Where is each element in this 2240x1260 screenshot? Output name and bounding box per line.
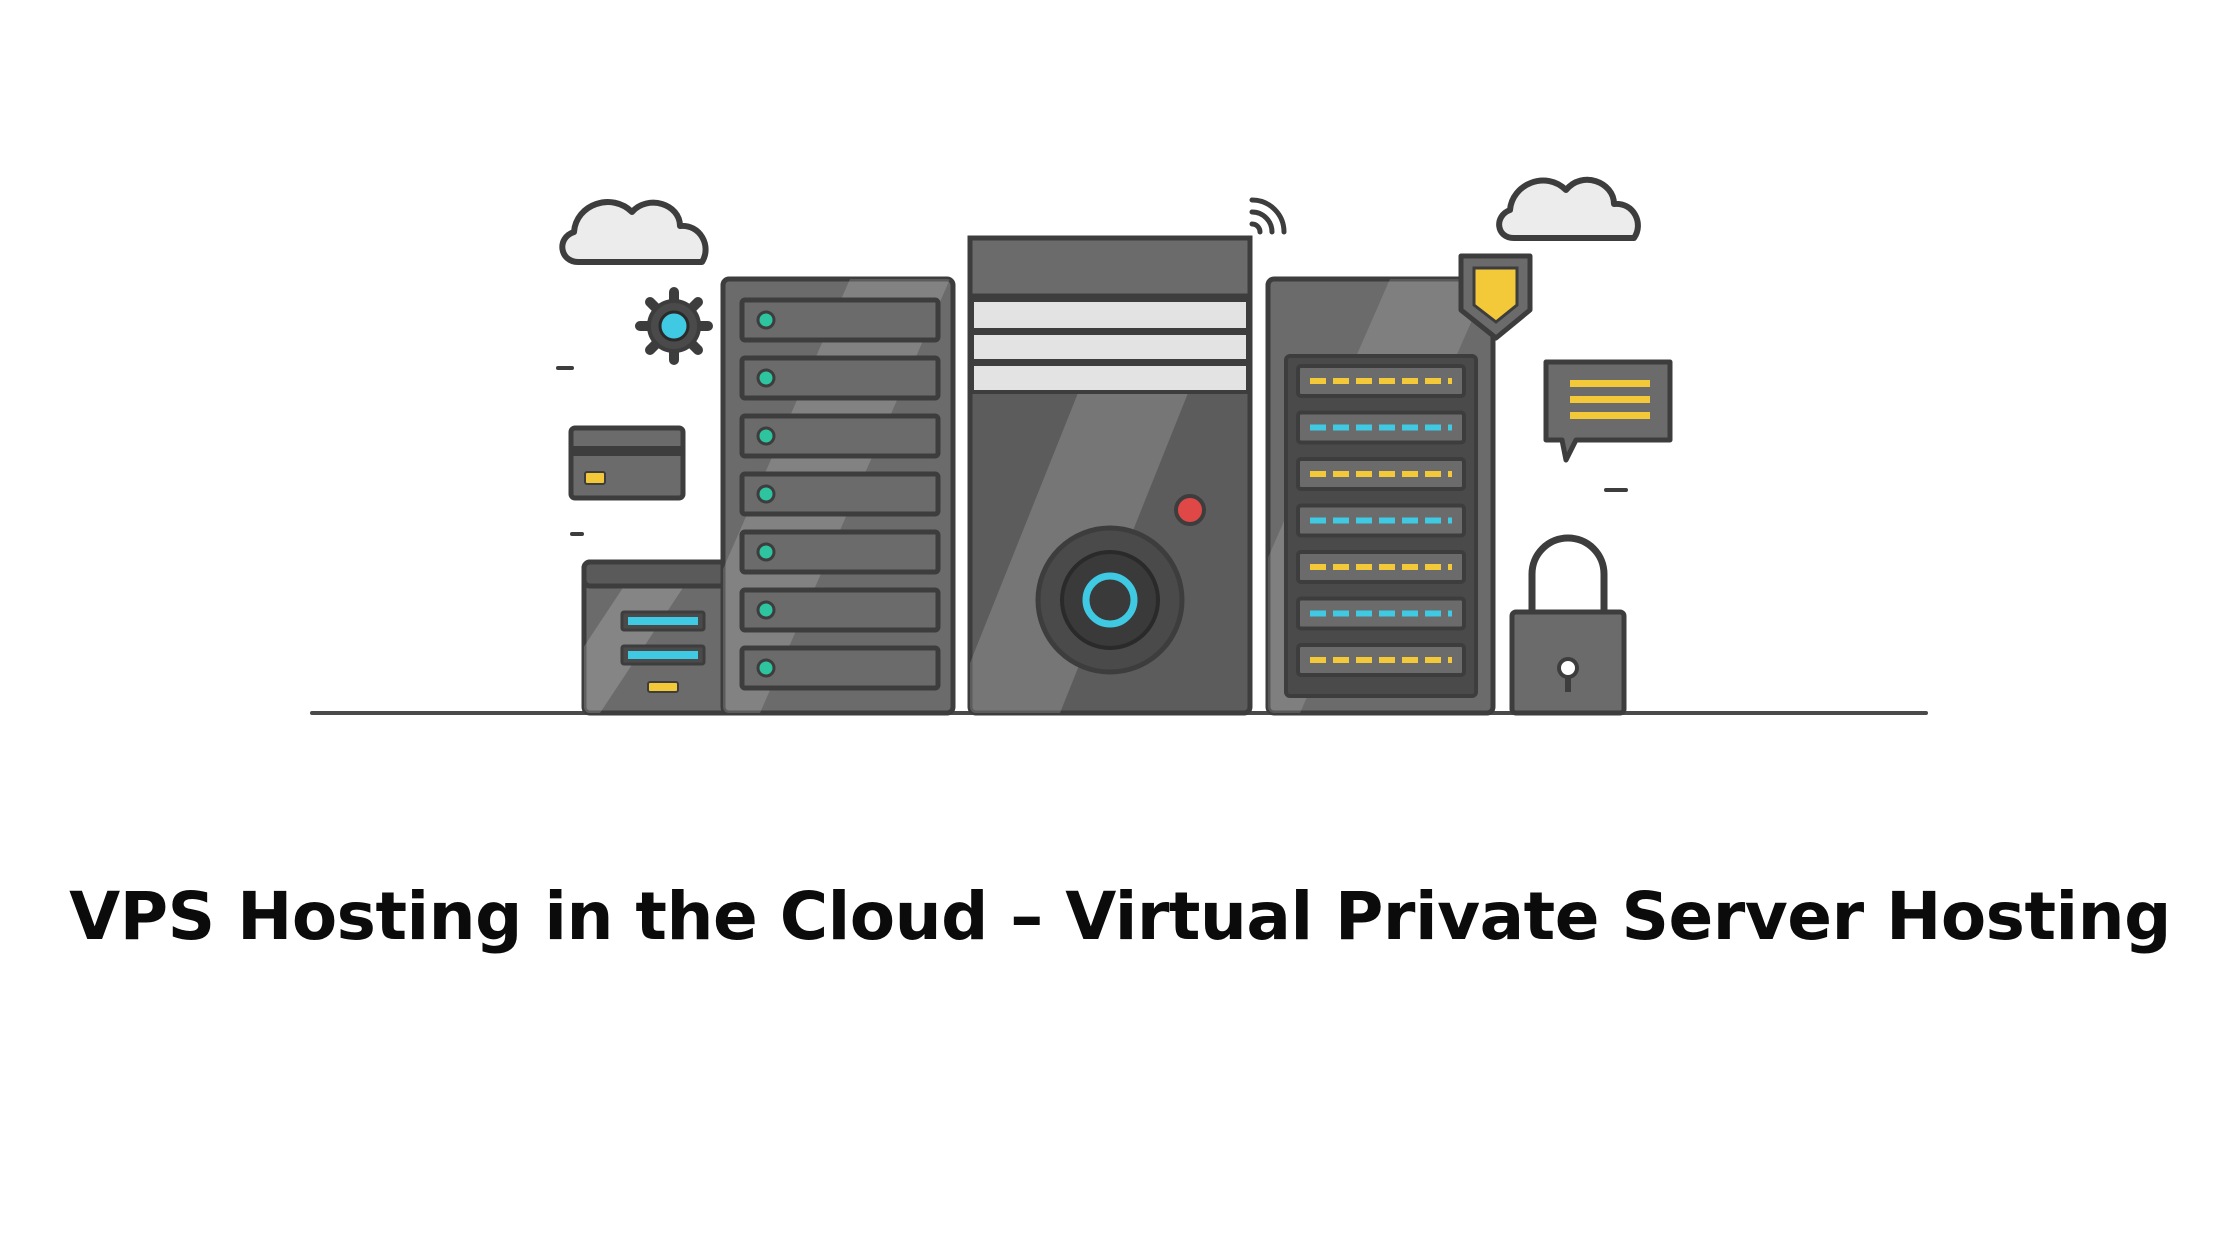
credit-card-icon (568, 425, 686, 501)
tower-server-icon (967, 235, 1253, 716)
server-slot (1296, 364, 1466, 398)
server-slot (1296, 410, 1466, 445)
server-slot (1296, 643, 1466, 677)
drive-bay (739, 297, 941, 343)
padlock-icon (1509, 534, 1627, 716)
server-slot (1296, 550, 1466, 584)
server-slot (1296, 503, 1466, 538)
drive-bay (739, 355, 941, 401)
shield-icon (1458, 253, 1533, 341)
chat-bubble-icon (1543, 359, 1673, 463)
drive-bay (739, 529, 941, 575)
small-server-icon (581, 559, 745, 716)
drive-bay (739, 645, 941, 691)
gear-icon (635, 287, 713, 365)
drive-bay (739, 413, 941, 459)
server-rack-icon (720, 276, 956, 716)
drive-bay (739, 471, 941, 517)
page-title: VPS Hosting in the Cloud – Virtual Priva… (69, 878, 2171, 955)
drive-bay (739, 587, 941, 633)
vps-hosting-illustration (310, 176, 1928, 716)
server-slot (1296, 457, 1466, 491)
cloud-icon (1496, 176, 1641, 241)
server-rack-icon (1265, 276, 1496, 716)
server-slot (1296, 596, 1466, 631)
wifi-icon (1249, 197, 1287, 235)
cloud-icon (559, 199, 709, 265)
